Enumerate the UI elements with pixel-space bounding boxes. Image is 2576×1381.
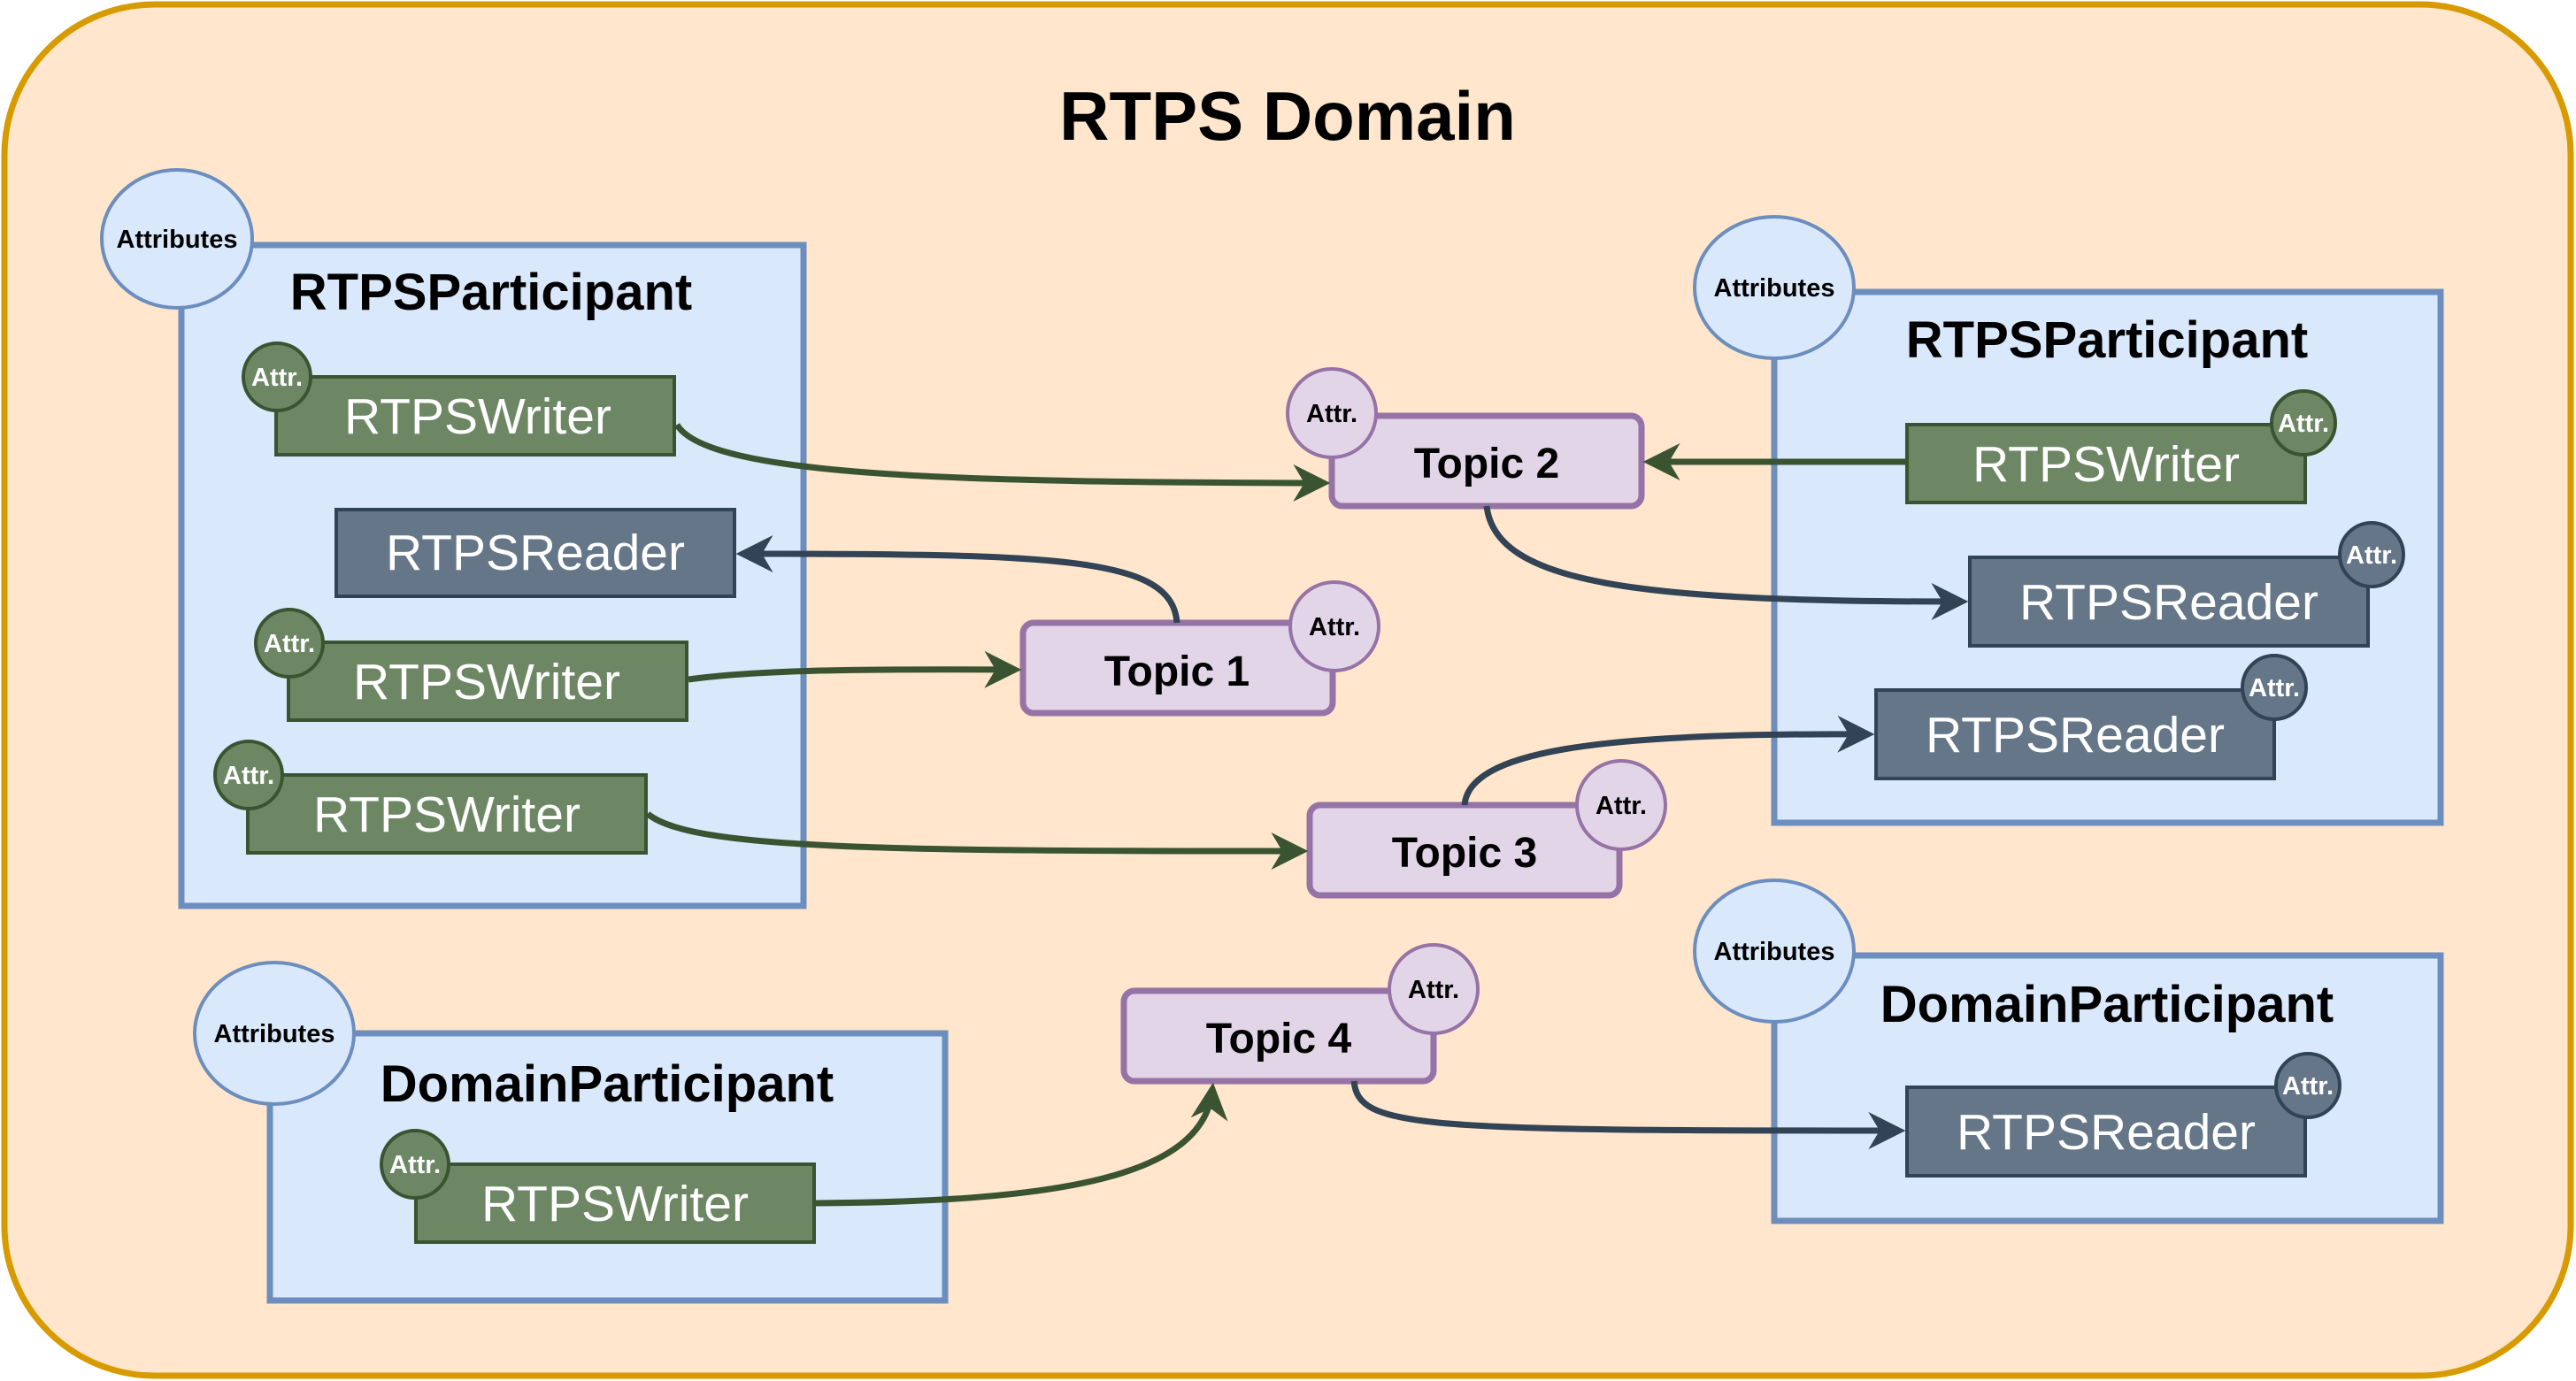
participant-2-label: RTPSParticipant: [1906, 311, 2308, 369]
p2-reader-2: RTPSReader Attr.: [1874, 654, 2308, 780]
svg-text:Attributes: Attributes: [1714, 274, 1835, 303]
p2-writer-1: RTPSWriter Attr.: [1905, 389, 2337, 504]
svg-text:Attr.: Attr.: [1596, 792, 1647, 820]
svg-text:Attr.: Attr.: [389, 1151, 441, 1179]
conn-p1w1-topic2: [673, 423, 1331, 502]
domain-title: RTPS Domain: [1059, 77, 1516, 155]
svg-text:Attributes: Attributes: [214, 1020, 335, 1048]
svg-text:RTPSWriter: RTPSWriter: [344, 388, 611, 445]
conn-topic3-p2r2: [1461, 715, 1875, 806]
svg-text:Topic 4: Topic 4: [1206, 1016, 1352, 1063]
participant-2-attributes: Attributes: [1693, 215, 1856, 360]
participant-2: RTPSParticipant Attributes RTPSWriter At…: [1693, 215, 2444, 826]
p1-writer-2: RTPSWriter Attr.: [254, 608, 688, 722]
svg-text:Attr.: Attr.: [2278, 410, 2329, 438]
svg-text:Attr.: Attr.: [251, 364, 303, 392]
svg-text:Attr.: Attr.: [2249, 674, 2300, 702]
p4-reader-1: RTPSReader Attr.: [1905, 1052, 2341, 1178]
participant-4-label: DomainParticipant: [1880, 976, 2334, 1033]
conn-topic1-p1r1: [735, 535, 1180, 624]
svg-text:Attr.: Attr.: [2282, 1072, 2334, 1101]
svg-text:RTPSReader: RTPSReader: [2019, 574, 2318, 631]
svg-text:RTPSWriter: RTPSWriter: [481, 1176, 749, 1232]
svg-text:RTPSWriter: RTPSWriter: [353, 654, 620, 710]
connections: [645, 423, 1969, 1207]
svg-text:Attr.: Attr.: [223, 762, 274, 790]
svg-text:Attr.: Attr.: [1309, 613, 1360, 641]
topic-2: Topic 2 Attr.: [1286, 367, 1645, 510]
svg-text:Topic 1: Topic 1: [1104, 648, 1250, 695]
svg-text:Attr.: Attr.: [1306, 400, 1357, 428]
participant-4-attributes: Attributes: [1693, 878, 1856, 1024]
svg-text:Topic 2: Topic 2: [1414, 441, 1559, 487]
svg-text:Attributes: Attributes: [117, 226, 238, 254]
svg-text:RTPSWriter: RTPSWriter: [1972, 436, 2240, 493]
participant-1: RTPSParticipant Attributes RTPSWriter At…: [100, 168, 807, 909]
svg-text:RTPSWriter: RTPSWriter: [313, 786, 581, 843]
svg-text:Attr.: Attr.: [1408, 976, 1459, 1004]
p1-reader-1: RTPSReader: [334, 508, 736, 598]
svg-text:RTPSReader: RTPSReader: [1957, 1104, 2256, 1161]
participant-4: DomainParticipant Attributes RTPSReader …: [1693, 878, 2444, 1224]
p1-writer-1: RTPSWriter Attr.: [242, 341, 676, 456]
p3-writer-1: RTPSWriter Attr.: [380, 1129, 816, 1244]
p1-writer-3: RTPSWriter Attr.: [213, 740, 648, 855]
conn-p1w2-topic1: [688, 650, 1022, 688]
svg-text:Attr.: Attr.: [264, 630, 315, 658]
svg-text:Attributes: Attributes: [1714, 938, 1835, 966]
svg-text:Topic 3: Topic 3: [1392, 830, 1537, 877]
svg-text:Attr.: Attr.: [2346, 541, 2397, 570]
conn-topic2-p2r1: [1483, 505, 1969, 620]
svg-text:RTPSReader: RTPSReader: [386, 525, 685, 581]
topic-1: Topic 1 Attr.: [1019, 580, 1380, 717]
p2-reader-1: RTPSReader Attr.: [1968, 521, 2405, 648]
conn-p3w1-topic4: [815, 1082, 1228, 1207]
topic-4: Topic 4 Attr.: [1120, 943, 1480, 1085]
participant-1-label: RTPSParticipant: [290, 264, 692, 321]
svg-text:RTPSReader: RTPSReader: [1926, 707, 2225, 763]
conn-p1w3-topic3: [645, 811, 1309, 870]
participant-3: DomainParticipant Attributes RTPSWriter …: [193, 961, 949, 1304]
conn-topic4-p4r1: [1350, 1080, 1906, 1149]
participant-1-attributes: Attributes: [100, 168, 254, 310]
participant-3-label: DomainParticipant: [381, 1055, 834, 1113]
participant-3-attributes: Attributes: [193, 961, 356, 1106]
